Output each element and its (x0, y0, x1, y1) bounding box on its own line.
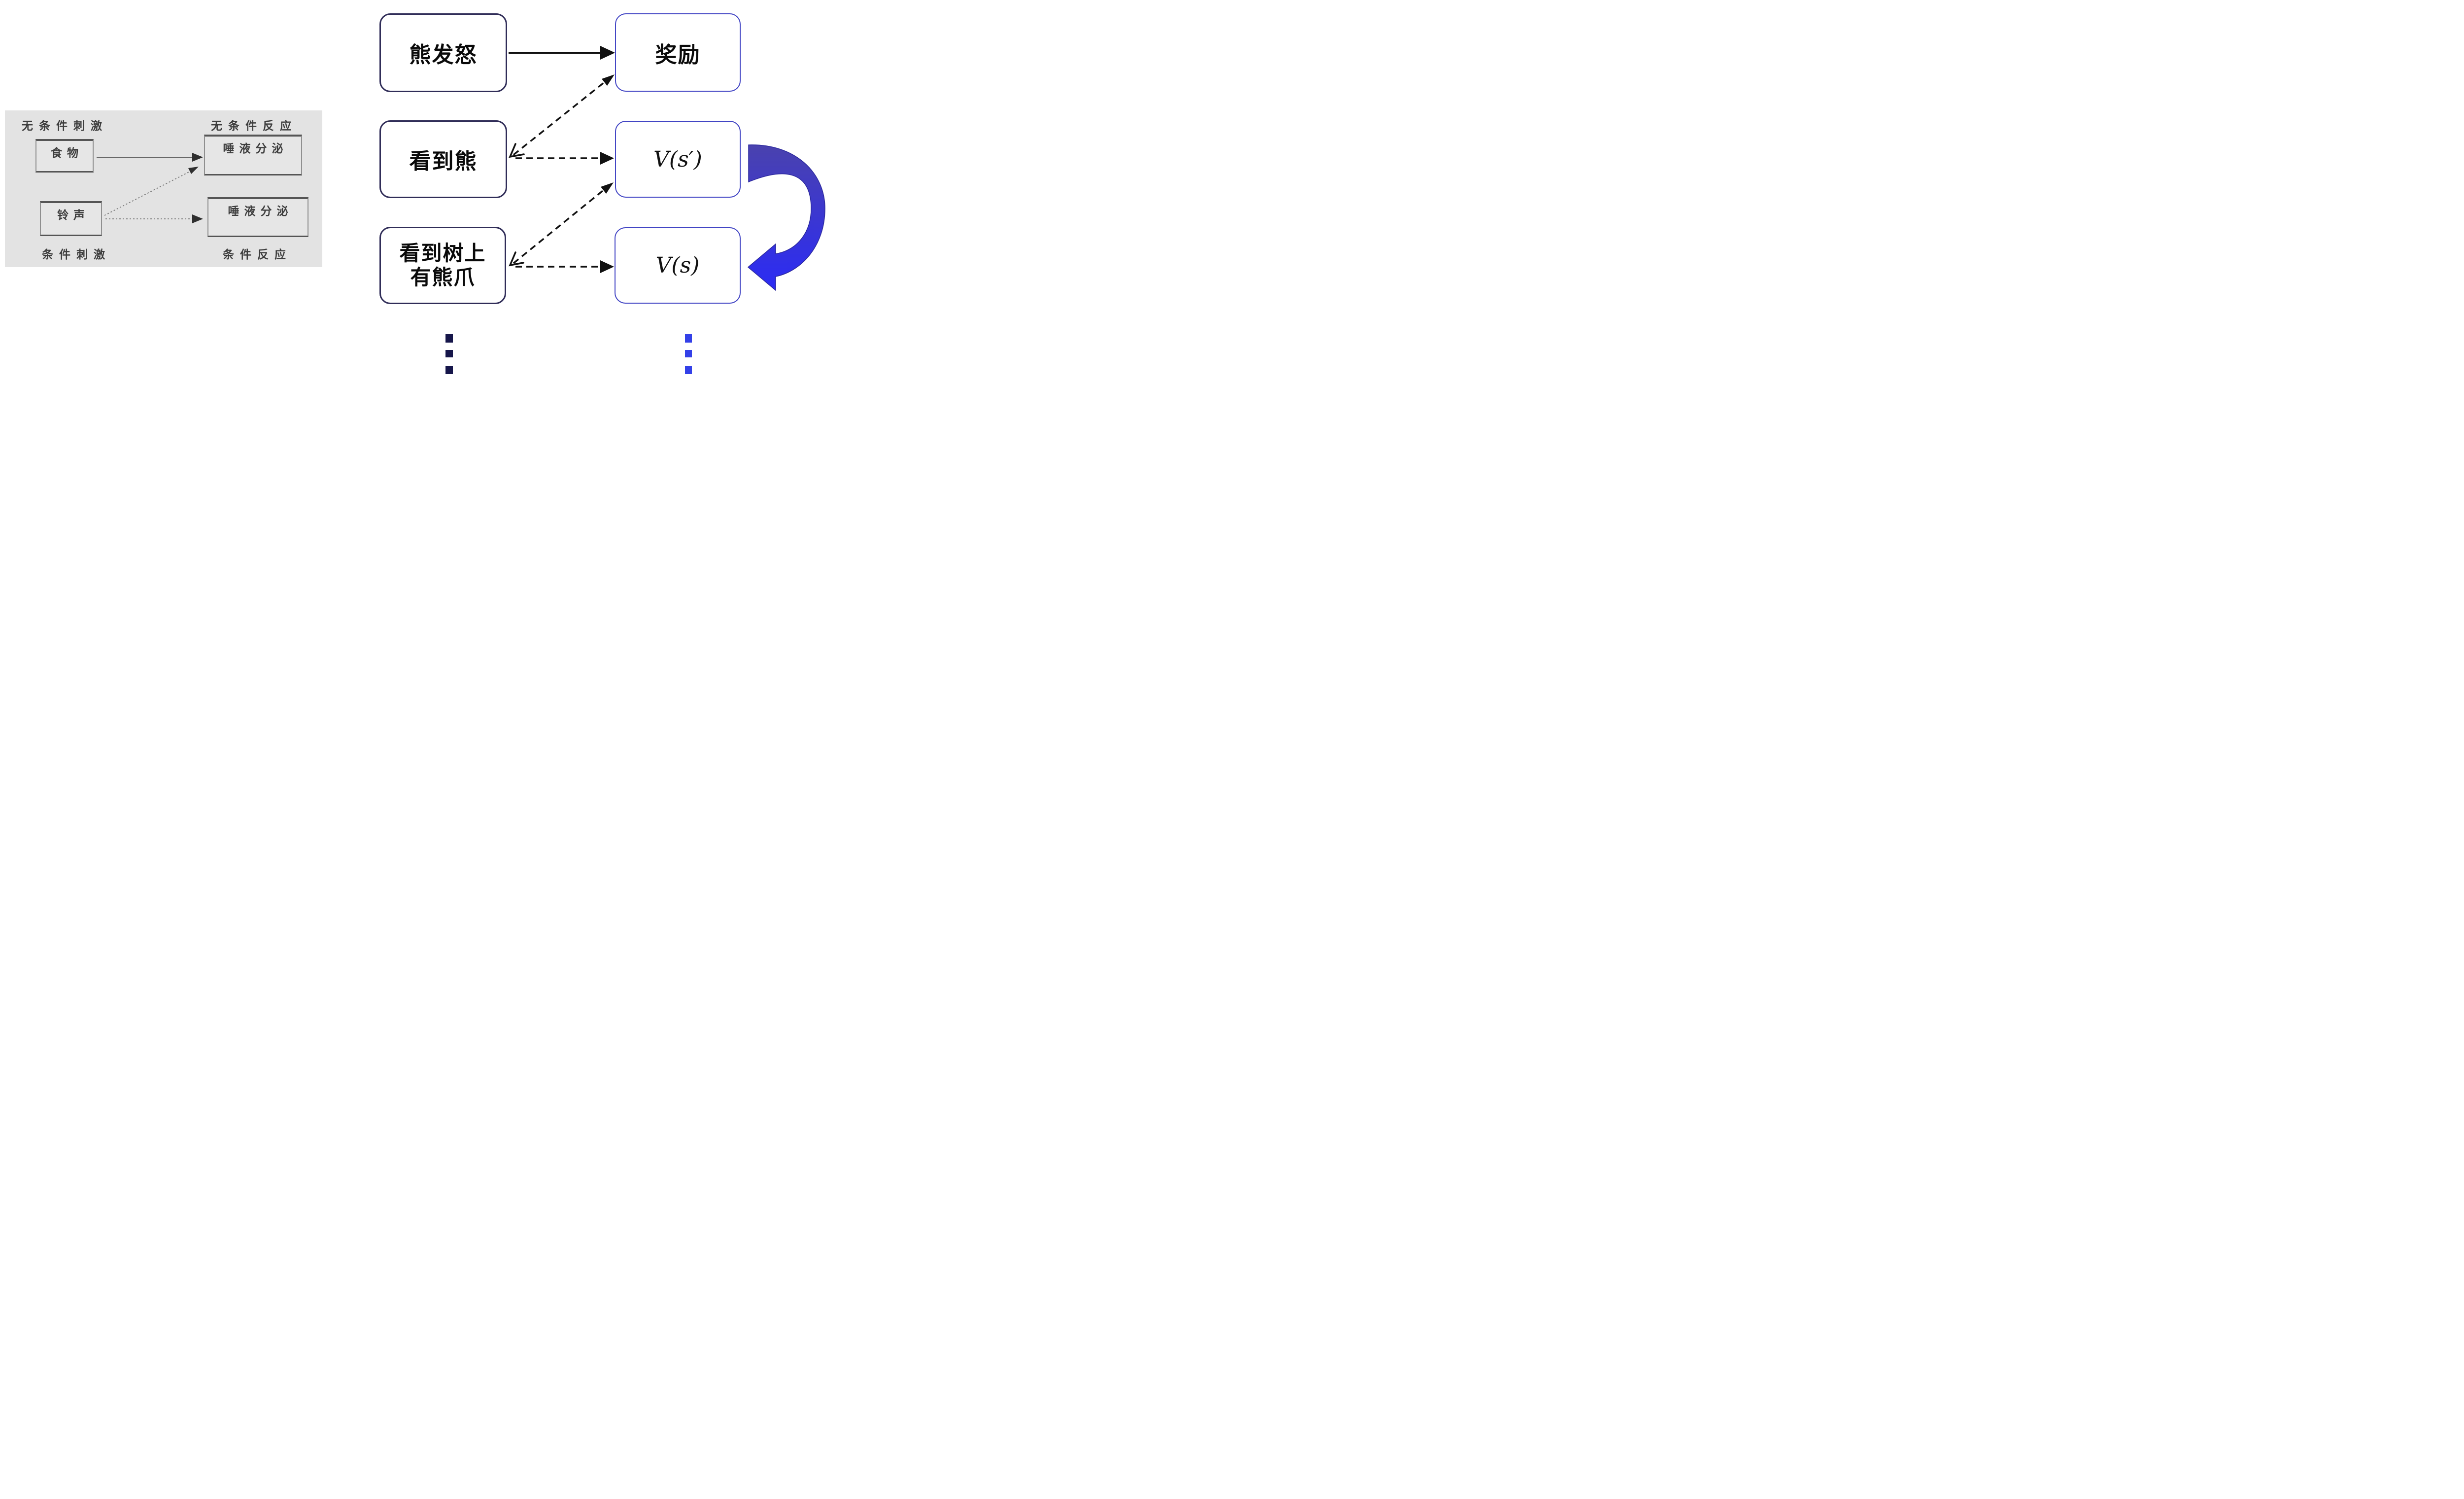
diagram-canvas: 无条件刺激 无条件反应 食物 唾液分泌 铃声 唾液分泌 条件刺激 条件反应 熊发… (0, 0, 827, 375)
classical-conditioning-panel: 无条件刺激 无条件反应 食物 唾液分泌 铃声 唾液分泌 条件刺激 条件反应 (5, 110, 322, 267)
arrowhead-diagonal-at-value-next (601, 182, 614, 194)
node-see-claw-label: 看到树上有熊爪 (399, 241, 486, 289)
node-see-claw-line2: 有熊爪 (410, 265, 476, 289)
value-dot-2 (685, 350, 692, 357)
box-food: 食物 (35, 139, 94, 173)
value-dot-1 (685, 334, 692, 343)
node-bear-angry: 熊发怒 (379, 13, 507, 92)
node-see-bear-label: 看到熊 (409, 149, 478, 174)
arrowhead-diagonal-at-reward (602, 74, 615, 86)
node-value-current-label: V(s) (655, 253, 700, 278)
node-see-claw-line1: 看到树上 (399, 241, 486, 266)
label-unconditioned-response: 无条件反应 (211, 120, 297, 133)
box-salivation-conditioned: 唾液分泌 (207, 197, 308, 237)
node-value-next-label: V(s′) (653, 146, 702, 172)
curved-arrow-value-next-to-value-current (747, 144, 825, 291)
node-reward: 奖励 (615, 13, 741, 92)
label-unconditioned-stimulus: 无条件刺激 (22, 120, 108, 133)
arrow-see-claw-value-next-diagonal (513, 188, 606, 264)
arrow-see-bear-reward-diagonal (513, 80, 607, 156)
arrowhead-diagonal-at-see-bear (509, 143, 525, 158)
node-bear-angry-label: 熊发怒 (409, 42, 478, 68)
node-reward-label: 奖励 (655, 42, 701, 68)
box-salivation-unconditioned: 唾液分泌 (204, 135, 302, 175)
label-conditioned-stimulus: 条件刺激 (42, 248, 111, 261)
node-value-next: V(s′) (615, 121, 741, 198)
state-dot-3 (445, 366, 453, 374)
node-value-current: V(s) (615, 227, 741, 304)
value-dot-3 (685, 366, 692, 374)
arrowhead-see-bear-to-value-next (600, 152, 614, 165)
node-see-claw: 看到树上有熊爪 (379, 227, 506, 304)
ellipsis-values (685, 334, 692, 374)
arrowhead-see-claw-to-value-current (600, 260, 614, 273)
state-dot-2 (445, 350, 453, 357)
label-conditioned-response: 条件反应 (223, 248, 292, 261)
state-dot-1 (445, 334, 453, 343)
arrowhead-bear-angry-to-reward (600, 46, 615, 60)
box-bell: 铃声 (40, 201, 102, 236)
ellipsis-states (445, 334, 453, 374)
arrowhead-diagonal-at-see-claw (509, 251, 524, 267)
node-see-bear: 看到熊 (379, 120, 507, 198)
